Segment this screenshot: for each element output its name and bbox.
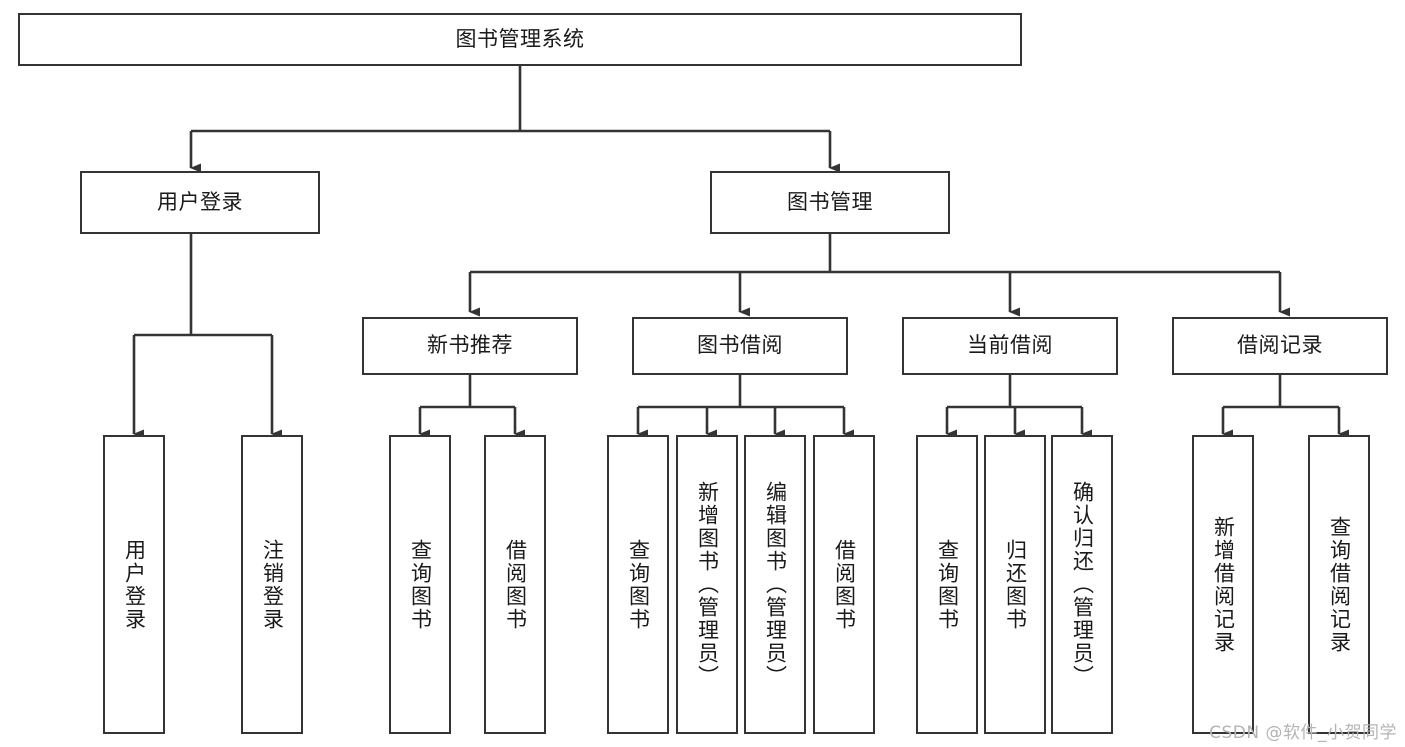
node-label: 借阅图书: [832, 538, 857, 631]
leaf-return-book[interactable]: 归还图书: [984, 435, 1046, 734]
node-label: 新增借阅记录: [1211, 515, 1236, 654]
node-book-borrow[interactable]: 图书借阅: [632, 317, 848, 375]
node-label: 图书借阅: [697, 333, 783, 358]
leaf-add-book[interactable]: 新增图书（管理员）: [676, 435, 738, 734]
leaf-borrow-book-1[interactable]: 借阅图书: [484, 435, 546, 734]
node-user-login[interactable]: 用户登录: [80, 171, 320, 234]
node-label: 用户登录: [122, 538, 147, 631]
node-book-management-system[interactable]: 图书管理系统: [18, 13, 1022, 66]
node-label: 借阅图书: [503, 538, 528, 631]
leaf-query-book-1[interactable]: 查询图书: [389, 435, 451, 734]
node-current-borrow[interactable]: 当前借阅: [902, 317, 1118, 375]
node-new-book-recommend[interactable]: 新书推荐: [362, 317, 578, 375]
node-label: 确认归还（管理员）: [1070, 481, 1095, 688]
node-label: 图书管理系统: [455, 26, 585, 51]
leaf-user-login[interactable]: 用户登录: [103, 435, 165, 734]
node-label: 查询图书: [935, 538, 960, 631]
node-label: 注销登录: [260, 538, 285, 631]
node-label: 借阅记录: [1237, 333, 1323, 358]
leaf-query-book-2[interactable]: 查询图书: [607, 435, 669, 734]
node-label: 查询图书: [626, 538, 651, 631]
leaf-logout-login[interactable]: 注销登录: [241, 435, 303, 734]
node-label: 新增图书（管理员）: [695, 481, 720, 688]
node-label: 编辑图书（管理员）: [763, 481, 788, 688]
node-book-management[interactable]: 图书管理: [710, 171, 950, 234]
leaf-add-record[interactable]: 新增借阅记录: [1192, 435, 1254, 734]
node-label: 新书推荐: [427, 333, 513, 358]
leaf-query-book-3[interactable]: 查询图书: [916, 435, 978, 734]
leaf-confirm-return[interactable]: 确认归还（管理员）: [1051, 435, 1113, 734]
node-label: 查询借阅记录: [1327, 515, 1352, 654]
node-label: 归还图书: [1003, 538, 1028, 631]
node-label: 用户登录: [157, 189, 243, 214]
node-label: 查询图书: [408, 538, 433, 631]
leaf-edit-book[interactable]: 编辑图书（管理员）: [744, 435, 806, 734]
leaf-borrow-book-2[interactable]: 借阅图书: [813, 435, 875, 734]
leaf-query-record[interactable]: 查询借阅记录: [1308, 435, 1370, 734]
node-borrow-record[interactable]: 借阅记录: [1172, 317, 1388, 375]
node-label: 图书管理: [787, 189, 873, 214]
node-label: 当前借阅: [967, 333, 1053, 358]
